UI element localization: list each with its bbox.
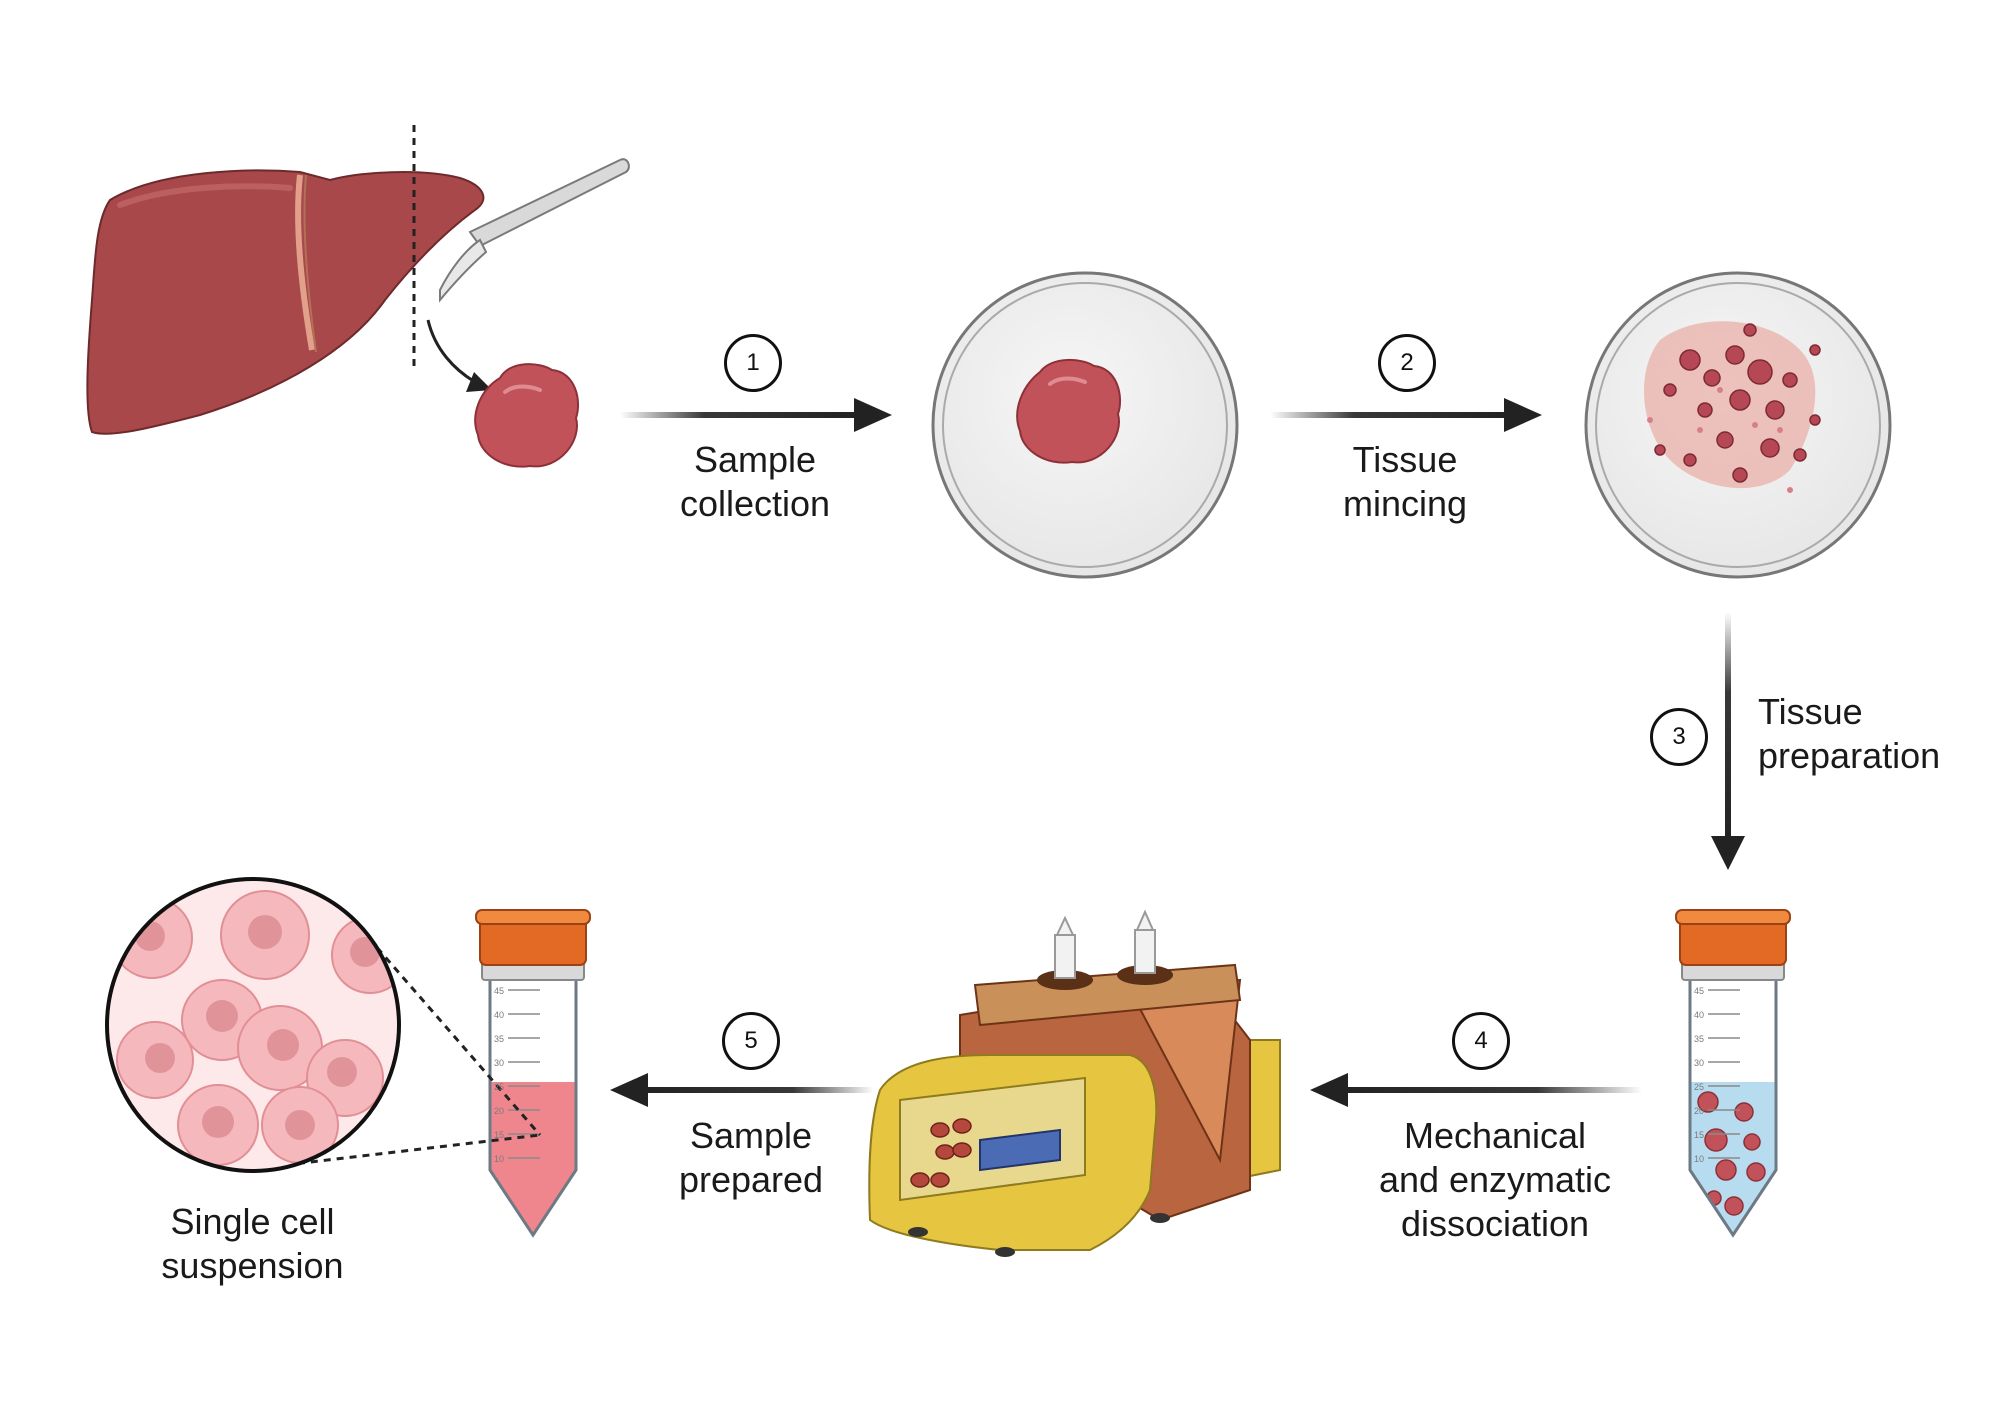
tube-b-graduation: 35 (1694, 1034, 1704, 1044)
step-5-badge: 5 (722, 1012, 780, 1070)
arrow-step-5 (610, 1073, 874, 1107)
tube-b-graduation: 20 (1694, 1106, 1704, 1116)
petri-dish-whole-tissue (931, 271, 1239, 579)
step-3-label: Tissue preparation (1758, 691, 1941, 776)
tube-a-graduation: 25 (494, 1082, 504, 1092)
tube-b-graduation: 10 (1694, 1154, 1704, 1164)
arrow-step-3 (1711, 612, 1745, 870)
scalpel-icon (439, 158, 630, 303)
step-5-label: Sample prepared (678, 1115, 824, 1200)
curved-arrow (426, 319, 476, 384)
step-3-badge: 3 (1650, 708, 1708, 766)
step-2-label: Tissue mincing (1342, 439, 1468, 524)
arrow-step-1 (620, 398, 892, 432)
arrow-step-4 (1310, 1073, 1642, 1107)
tube-a-graduation: 10 (494, 1154, 504, 1164)
single-cell-zoom-view (105, 877, 542, 1173)
result-label: Single cell suspension (161, 1201, 344, 1286)
tube-b-graduation: 15 (1694, 1130, 1704, 1140)
conical-tube-with-tissue (1675, 909, 1791, 1238)
step-1-label: Sample collection (679, 439, 831, 524)
tube-a-graduation: 30 (494, 1058, 504, 1068)
step-4-badge: 4 (1452, 1012, 1510, 1070)
tube-a-graduation: 45 (494, 986, 504, 996)
petri-dish-minced-tissue (1584, 271, 1892, 579)
tissue-dissociator-instrument (868, 909, 1281, 1257)
tube-a-graduation: 35 (494, 1034, 504, 1044)
step-2-badge: 2 (1378, 334, 1436, 392)
tube-b-graduation: 45 (1694, 986, 1704, 996)
tube-b-graduation: 25 (1694, 1082, 1704, 1092)
tube-a-graduation: 20 (494, 1106, 504, 1116)
arrow-step-2 (1270, 398, 1542, 432)
tube-a-graduation: 40 (494, 1010, 504, 1020)
tube-b-graduation: 40 (1694, 1010, 1704, 1020)
conical-tube-cell-suspension (475, 909, 591, 1238)
tissue-sample (474, 363, 580, 468)
step-4-label: Mechanical and enzymatic dissociation (1378, 1115, 1612, 1244)
tube-a-graduation: 15 (494, 1130, 504, 1140)
curved-arrow-head (466, 372, 492, 392)
step-1-badge: 1 (724, 334, 782, 392)
tube-b-graduation: 30 (1694, 1058, 1704, 1068)
liver-illustration (86, 169, 485, 435)
